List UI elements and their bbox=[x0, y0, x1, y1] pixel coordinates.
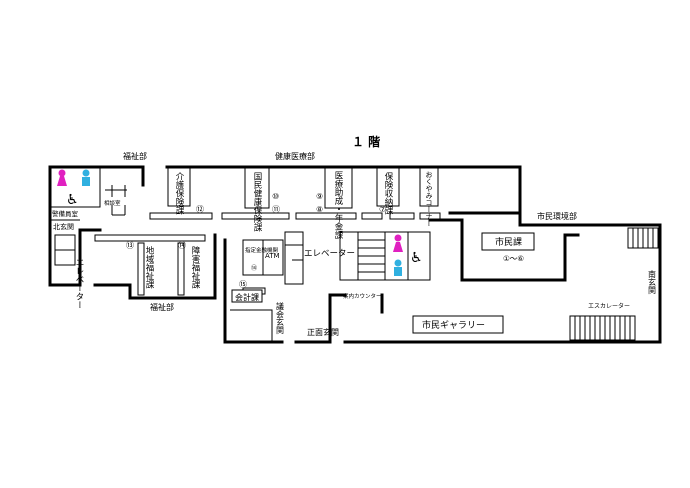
dept-iryo: 医療助成・年金課 ⑧ ⑨ bbox=[316, 167, 353, 240]
shitei-kinyu-num: ⑭ bbox=[251, 264, 257, 272]
dept-chiiki-fukushi: 地域福祉課 ⑬ bbox=[126, 241, 154, 289]
svg-text:♿: ♿ bbox=[410, 250, 423, 266]
dept-iryo-label: 医療助成・年金課 bbox=[333, 171, 343, 240]
dept-chiiki-fukushi-num: ⑬ bbox=[126, 241, 134, 250]
fukushi-top-label: 福祉部 bbox=[123, 151, 147, 161]
male-restroom-icon-west bbox=[82, 169, 90, 186]
elevator-west-label: エレベーター bbox=[74, 258, 84, 309]
dept-hoken-shuno-num: ⑦ bbox=[379, 205, 386, 214]
elevator-center-label: エレベーター bbox=[304, 249, 355, 259]
dept-chiiki-fukushi-label: 地域福祉課 bbox=[144, 245, 154, 289]
dept-kaigo: 介護保険課 ⑫ bbox=[167, 167, 204, 215]
dept-okuyami: おくやみコーナー bbox=[419, 167, 439, 227]
wheelchair-icon-center: ♿ bbox=[410, 250, 423, 266]
building-walls bbox=[48, 165, 662, 344]
dept-kokumin-num2: ⑩ bbox=[272, 192, 279, 201]
escalator bbox=[569, 315, 636, 341]
dept-kokumin-label: 国民健康保険課 bbox=[252, 172, 262, 232]
gikai-genkan-label: 議会玄関 bbox=[276, 301, 285, 335]
dept-shimin-num: ①～⑥ bbox=[503, 254, 524, 263]
escalator-label: エスカレーター bbox=[588, 302, 630, 310]
female-restroom-icon-west bbox=[57, 169, 67, 186]
kenko-iryo-label: 健康医療部 bbox=[275, 151, 315, 161]
dept-kaikei-num: ⑮ bbox=[239, 280, 247, 289]
shitei-kinyu-label: 指定金融機関 bbox=[245, 246, 279, 254]
annai-label: 案内カウンター bbox=[343, 292, 382, 300]
dept-iryo-num: ⑧ bbox=[316, 205, 323, 214]
wheelchair-icon-west: ♿ bbox=[66, 192, 79, 208]
dept-kaikei: 会計課 ⑮ bbox=[231, 280, 263, 303]
fukushi-bottom-label: 福祉部 bbox=[150, 302, 174, 312]
svg-text:♿: ♿ bbox=[66, 192, 79, 208]
dept-shogai-fukushi-num: ⑭ bbox=[178, 241, 186, 250]
dept-kokumin: 国民健康保険課 ⑪ ⑩ bbox=[244, 167, 280, 232]
dept-kaikei-label: 会計課 bbox=[235, 292, 259, 302]
dept-hoken-shuno-label: 保険収納課 bbox=[383, 171, 393, 215]
kita-genkan-label: 北玄関 bbox=[53, 222, 74, 231]
interior-walls bbox=[49, 166, 431, 342]
male-restroom-icon-center bbox=[394, 259, 402, 276]
shimin-kankyo-label: 市民環境部 bbox=[537, 211, 577, 221]
dept-kaigo-num: ⑫ bbox=[196, 205, 204, 214]
dept-iryo-num2: ⑨ bbox=[316, 192, 323, 201]
dept-shimin: 市民課 ①～⑥ bbox=[481, 232, 535, 263]
soudan-label: 相談室 bbox=[104, 199, 121, 207]
stairs-east bbox=[627, 227, 659, 249]
dept-hoken-shuno: 保険収納課 ⑦ bbox=[376, 167, 400, 215]
dept-shogai-fukushi: 障害福祉課 ⑭ bbox=[178, 241, 200, 289]
dept-kokumin-num: ⑪ bbox=[272, 205, 280, 214]
minami-genkan-label: 南玄関 bbox=[648, 269, 657, 295]
dept-shogai-fukushi-label: 障害福祉課 bbox=[190, 245, 200, 289]
dept-shimin-label: 市民課 bbox=[495, 236, 522, 248]
gallery-label: 市民ギャラリー bbox=[422, 319, 485, 331]
shoumen-genkan-label: 正面玄関 bbox=[307, 327, 339, 337]
female-restroom-icon-center bbox=[393, 234, 403, 252]
gallery: 市民ギャラリー bbox=[412, 315, 504, 334]
floor-title: １ 階 bbox=[352, 134, 380, 149]
atm-label: ATM bbox=[265, 252, 280, 260]
dept-okuyami-label: おくやみコーナー bbox=[425, 171, 433, 227]
keibi-label: 警備員室 bbox=[52, 209, 79, 218]
dept-kaigo-label: 介護保険課 bbox=[174, 172, 184, 215]
service-counters bbox=[94, 212, 441, 296]
